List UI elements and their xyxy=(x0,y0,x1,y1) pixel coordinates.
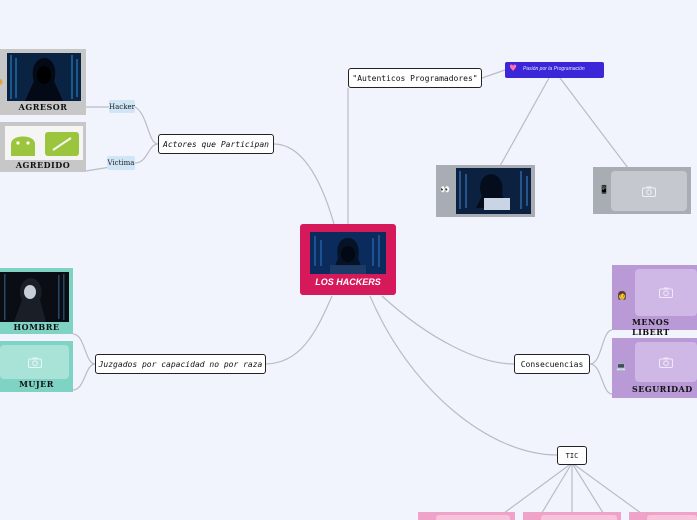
card-agresor-label: AGRESOR xyxy=(18,102,68,112)
card-agresor[interactable]: ● AGRESOR xyxy=(0,49,86,115)
connector-banner xyxy=(481,69,506,79)
tic-child-2-placeholder xyxy=(541,515,617,520)
tic-child-1[interactable] xyxy=(418,512,515,520)
card-mujer-label: MUJER xyxy=(19,379,54,389)
banner-pasion[interactable]: ♥ Pasión por la Programación xyxy=(505,62,604,78)
laptop-icon: 💻 xyxy=(616,362,626,371)
connector-banner-pic2 xyxy=(559,77,629,169)
agresor-image xyxy=(7,53,81,101)
tic-child-3[interactable] xyxy=(629,512,697,520)
menos-libertad-image-placeholder xyxy=(635,269,697,316)
eyes-icon: 👀 xyxy=(440,185,450,194)
card-mujer[interactable]: MUJER xyxy=(0,341,73,392)
card-agredido[interactable]: AGREDIDO xyxy=(0,122,86,172)
topic-actores[interactable]: Actores que Participan xyxy=(158,134,274,154)
tic-child-1-placeholder xyxy=(436,515,510,520)
connector-hombre xyxy=(72,333,96,365)
card-menos-libertad-label: MENOS LIBERT xyxy=(632,317,670,337)
connector-tic-4 xyxy=(571,462,606,517)
card-agredido-label: AGREDIDO xyxy=(15,160,71,170)
image-placeholder xyxy=(611,171,687,211)
agredido-image xyxy=(5,126,83,160)
camera-icon xyxy=(659,287,673,298)
camera-icon xyxy=(642,186,656,197)
hacker-laptop-image xyxy=(456,168,531,214)
camera-icon xyxy=(659,357,673,368)
central-topic[interactable]: LOS HACKERS xyxy=(300,224,396,295)
phone-icon: 📱 xyxy=(599,185,609,194)
tag-hacker[interactable]: Hacker xyxy=(109,100,135,113)
connector-tic-1 xyxy=(499,462,573,517)
camera-icon xyxy=(27,357,42,368)
connector-victima xyxy=(85,143,159,172)
tic-child-3-placeholder xyxy=(647,515,697,520)
connector-juzgados xyxy=(265,295,333,365)
heart-icon: ♥ xyxy=(509,64,518,74)
banner-text: Pasión por la Programación xyxy=(523,66,585,72)
tic-child-2[interactable] xyxy=(523,512,621,520)
picture-card-hacker-laptop[interactable]: 👀 xyxy=(436,165,535,217)
card-hombre-label: HOMBRE xyxy=(13,322,60,332)
topic-tic[interactable]: TIC xyxy=(557,446,587,465)
topic-consecuencias[interactable]: Consecuencias xyxy=(514,354,590,374)
card-hombre[interactable]: HOMBRE xyxy=(0,268,73,334)
hombre-image xyxy=(0,272,69,322)
connector-consecuencias xyxy=(381,295,515,365)
connector-hacker xyxy=(86,106,159,145)
dot-icon: ● xyxy=(0,77,3,86)
mujer-image-placeholder xyxy=(0,345,69,379)
connector-seguridad xyxy=(589,363,613,395)
connector-menos xyxy=(589,329,613,365)
card-seguridad[interactable]: 💻 SEGURIDAD xyxy=(612,338,697,398)
person-icon: 👩 xyxy=(617,291,627,300)
connector-banner-pic1 xyxy=(499,77,550,167)
central-topic-label: LOS HACKERS xyxy=(315,277,381,287)
connector-tic-2 xyxy=(539,462,573,517)
connector-actores xyxy=(273,143,335,225)
hacker-image xyxy=(310,232,386,274)
card-menos-libertad[interactable]: 👩 MENOS LIBERT xyxy=(612,265,697,337)
connector-mujer xyxy=(72,363,96,391)
topic-autenticos[interactable]: "Autenticos Programadores" xyxy=(348,68,482,88)
card-seguridad-label: SEGURIDAD xyxy=(632,384,693,394)
topic-juzgados[interactable]: Juzgados por capacidad no por raza xyxy=(95,354,266,374)
tag-victima[interactable]: Victima xyxy=(107,156,135,170)
picture-card-placeholder-1[interactable]: 📱 xyxy=(593,167,691,214)
connector-tic-5 xyxy=(571,462,646,517)
seguridad-image-placeholder xyxy=(635,342,697,382)
connector-tic xyxy=(369,295,558,456)
